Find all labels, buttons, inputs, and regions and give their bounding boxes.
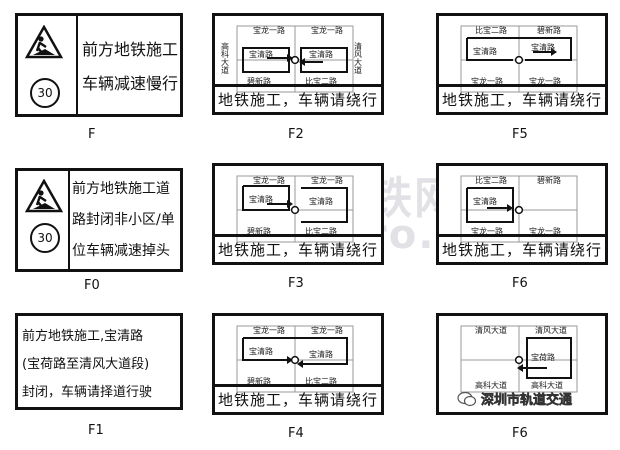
sign-f-text-1: 前方地铁施工 [82, 40, 179, 59]
wechat-credit: 深圳市轨道交通 [457, 389, 572, 408]
street-baolong1: 宝龙一路 [529, 76, 561, 86]
street-bier: 比宝二路 [305, 76, 337, 86]
street-baolong1: 宝龙一路 [311, 175, 343, 185]
sign-f1: 前方地铁施工,宝清路 (宝荷路至清风大道段) 封闭，车辆请择道行驶 [15, 313, 183, 410]
street-baoqing: 宝清路 [473, 46, 497, 56]
speed-limit-sign: 30 [30, 223, 60, 253]
street-qingfeng: 清风大道 [475, 325, 507, 335]
sign-f1-text-3: 封闭，车辆请择道行驶 [22, 385, 153, 400]
street-baolong1: 宝龙一路 [471, 226, 503, 236]
detour-sign-f6: 比宝二路 碧新路 宝清路 宝龙一路 宝龙一路 地铁施工，车辆请绕行 [436, 163, 608, 265]
street-baolong1: 宝龙一路 [253, 325, 285, 335]
street-baoqing: 宝清路 [473, 196, 497, 206]
detour-text: 地铁施工，车辆请绕行 [439, 234, 605, 262]
caption-f6: F6 [512, 276, 528, 291]
street-baolong1: 宝龙一路 [311, 25, 343, 35]
street-bixin: 碧新路 [247, 76, 271, 86]
street-bixin: 碧新路 [537, 25, 561, 35]
detour-sign-f6b: 清风大道 清风大道 宝荷路 高科大道 高科大道 深圳市轨道交通 [436, 313, 608, 415]
sign-f0-text-1: 前方地铁施工道 [72, 181, 170, 197]
sign-f: 30 前方地铁施工 车辆减速慢行 [15, 13, 183, 117]
street-baoqing: 宝清路 [309, 196, 333, 206]
sign-f0: 30 前方地铁施工道 路封闭非小区/单 位车辆减速掉头 [15, 168, 183, 272]
street-qingfeng: 清风大道 [535, 325, 567, 335]
warning-worker-icon [24, 24, 64, 59]
caption-f4: F4 [288, 426, 304, 441]
street-baoqing: 宝清路 [249, 346, 273, 356]
street-bier: 比宝二路 [305, 226, 337, 236]
street-baoqing: 宝清路 [309, 49, 333, 59]
detour-map: 清风大道 清风大道 宝荷路 高科大道 高科大道 [460, 325, 578, 393]
detour-map: 宝龙一路 宝龙一路 宝清路 宝清路 碧新路 比宝二路 [236, 325, 354, 393]
street-baolong1: 宝龙一路 [311, 325, 343, 335]
caption-f: F [88, 127, 96, 142]
wechat-credit-text: 深圳市轨道交通 [481, 393, 573, 409]
sign-f0-text-2: 路封闭非小区/单 [72, 212, 175, 228]
street-bier: 比宝二路 [305, 376, 337, 386]
detour-text: 地铁施工，车辆请绕行 [215, 84, 381, 112]
sign-divider [76, 16, 78, 114]
detour-text: 地铁施工，车辆请绕行 [215, 384, 381, 412]
caption-f0: F0 [84, 278, 100, 293]
detour-sign-f5: 比宝二路 碧新路 宝清路 宝清路 宝龙一路 宝龙一路 地铁施工，车辆请绕行 [436, 13, 608, 115]
speed-limit-sign: 30 [30, 78, 60, 108]
street-baoqing: 宝清路 [531, 42, 555, 52]
sign-divider [68, 171, 70, 269]
street-gaoke: 高科大道 [531, 380, 563, 390]
street-bier: 比宝二路 [475, 175, 507, 185]
sign-f-text-2: 车辆减速慢行 [82, 74, 179, 93]
detour-text: 地铁施工，车辆请绕行 [215, 234, 381, 262]
street-bixin: 碧新路 [247, 376, 271, 386]
detour-map: 宝龙一路 宝龙一路 宝清路 宝清路 碧新路 比宝二路 高科大道 清风大道 [221, 25, 363, 93]
street-baolong1: 宝龙一路 [253, 175, 285, 185]
caption-f1: F1 [88, 423, 104, 438]
caption-f7: F6 [512, 426, 528, 441]
detour-map: 宝龙一路 宝龙一路 宝清路 宝清路 碧新路 比宝二路 [236, 175, 354, 243]
detour-text: 地铁施工，车辆请绕行 [439, 84, 605, 112]
sign-f1-text-2: (宝荷路至清风大道段) [22, 357, 150, 372]
detour-sign-f4: 宝龙一路 宝龙一路 宝清路 宝清路 碧新路 比宝二路 地铁施工，车辆请绕行 [212, 313, 384, 415]
detour-map: 比宝二路 碧新路 宝清路 宝龙一路 宝龙一路 [460, 175, 578, 243]
street-baolong1: 宝龙一路 [253, 25, 285, 35]
street-gaoke: 高科大道 [221, 41, 230, 75]
street-baoqing: 宝清路 [249, 194, 273, 204]
street-bixin: 碧新路 [537, 175, 561, 185]
sign-f1-text-1: 前方地铁施工,宝清路 [22, 329, 144, 344]
detour-sign-f2: 宝龙一路 宝龙一路 宝清路 宝清路 碧新路 比宝二路 高科大道 清风大道 地铁施… [212, 13, 384, 115]
street-bier: 比宝二路 [475, 25, 507, 35]
street-baolong1: 宝龙一路 [471, 76, 503, 86]
wechat-icon [457, 391, 477, 407]
street-baolong1: 宝龙一路 [529, 226, 561, 236]
detour-sign-f3: 宝龙一路 宝龙一路 宝清路 宝清路 碧新路 比宝二路 地铁施工，车辆请绕行 [212, 163, 384, 265]
warning-worker-icon [24, 178, 64, 213]
street-baoqing: 宝清路 [249, 49, 273, 59]
detour-map: 比宝二路 碧新路 宝清路 宝清路 宝龙一路 宝龙一路 [460, 25, 578, 93]
street-qingfeng: 清风大道 [354, 41, 363, 75]
caption-f3: F3 [288, 276, 304, 291]
street-baoqing: 宝清路 [309, 349, 333, 359]
caption-f2: F2 [288, 127, 304, 142]
caption-f5: F5 [512, 127, 528, 142]
street-baohe: 宝荷路 [531, 352, 555, 362]
street-gaoke: 高科大道 [475, 380, 507, 390]
sign-f0-text-3: 位车辆减速掉头 [72, 243, 170, 259]
street-bixin: 碧新路 [247, 226, 271, 236]
